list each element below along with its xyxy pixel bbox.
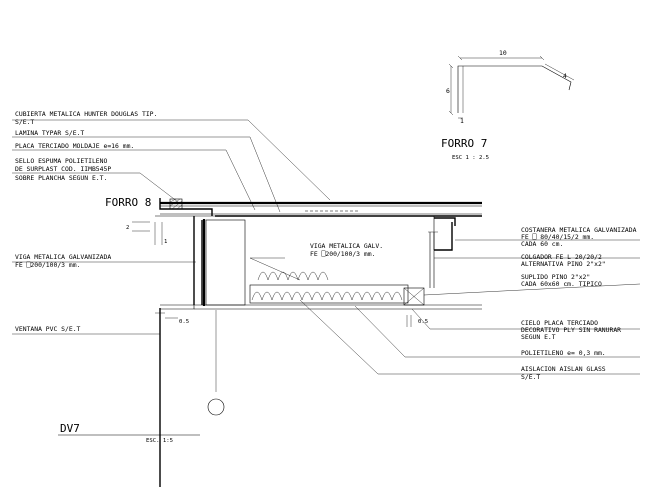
roof-section: 2 1 0.5 0.5 <box>12 119 641 487</box>
label-costanera-line2: FE ⎕ 80/40/15/2 mm. <box>521 233 594 241</box>
forro7-title: FORRO 7 <box>441 137 487 150</box>
label-costanera-line3: CADA 60 cm. <box>521 240 563 248</box>
forro7-dim-left: 6 <box>446 87 450 95</box>
label-aislacion-line2: S/E.T <box>521 373 540 381</box>
detail-scale: ESC. 1:5 <box>146 438 173 444</box>
label-colgador: COLGADOR FE L 20/20/2 ALTERNATIVA PINO 2… <box>521 253 606 268</box>
label-ventana: VENTANA PVC S/E.T <box>15 325 81 333</box>
forro7-profile: 10 6 4 1 <box>446 49 575 125</box>
label-placa: PLACA TERCIADO MOLDAJE e=16 mm. <box>15 142 134 150</box>
label-sello: SELLO ESPUMA POLIETILENO DE SURPLAST COD… <box>15 157 111 182</box>
label-costanera-line1: COSTANERA METALICA GALVANIZADA <box>521 226 637 234</box>
label-sello-line3: SOBRE PLANCHA SEGUN E.T. <box>15 174 107 182</box>
label-suplido-line2: CADA 60x60 cm. TIPICO <box>521 280 602 288</box>
label-cielo-line2: DECORATIVO PLY SIN RANURAR <box>521 326 621 334</box>
label-colgador-line2: ALTERNATIVA PINO 2"x2" <box>521 260 606 268</box>
label-cubierta-line2: S/E.T <box>15 118 34 126</box>
label-viga-line2: FE ⎕200/100/3 mm. <box>15 261 80 269</box>
label-costanera: COSTANERA METALICA GALVANIZADA FE ⎕ 80/4… <box>521 226 637 248</box>
label-sello-line1: SELLO ESPUMA POLIETILENO <box>15 157 107 165</box>
label-cubierta-line1: CUBIERTA METALICA HUNTER DOUGLAS TIP. <box>15 110 157 118</box>
forro7-scale: ESC 1 : 2.5 <box>452 155 489 161</box>
dim-05-right: 0.5 <box>418 319 428 325</box>
label-cielo-line1: CIELO PLACA TERCIADO <box>521 319 598 327</box>
label-lamina: LAMINA TYPAR S/E.T <box>15 129 84 137</box>
label-cielo-line3: SEGUN E.T <box>521 333 556 341</box>
label-viga-galv-line2: FE ⎕200/100/3 mm. <box>310 250 375 258</box>
dim-05-left: 0.5 <box>179 319 189 325</box>
label-suplido: SUPLIDO PINO 2"x2" CADA 60x60 cm. TIPICO <box>521 273 602 288</box>
forro7-dim-right: 4 <box>563 72 567 80</box>
label-cubierta: CUBIERTA METALICA HUNTER DOUGLAS TIP. S/… <box>15 110 157 126</box>
label-colgador-line1: COLGADOR FE L 20/20/2 <box>521 253 602 261</box>
label-polietileno: POLIETILENO e= 0,3 mm. <box>521 349 606 357</box>
label-aislacion: AISLACION AISLAN GLASS S/E.T <box>521 365 606 381</box>
dim-2: 2 <box>126 225 129 231</box>
dim-1: 1 <box>164 239 167 245</box>
forro8-label: FORRO 8 <box>105 196 151 209</box>
forro7-dim-top: 10 <box>499 49 507 57</box>
label-suplido-line1: SUPLIDO PINO 2"x2" <box>521 273 590 281</box>
label-sello-line2: DE SURPLAST COD. IIMB545P <box>15 165 111 173</box>
forro7-dim-small: 1 <box>460 117 464 125</box>
detail-title: DV7 <box>60 422 80 435</box>
label-cielo: CIELO PLACA TERCIADO DECORATIVO PLY SIN … <box>521 319 621 341</box>
label-viga: VIGA METALICA GALVANIZADA FE ⎕200/100/3 … <box>15 253 111 269</box>
label-viga-galv-line1: VIGA METALICA GALV. <box>310 242 383 250</box>
label-aislacion-line1: AISLACION AISLAN GLASS <box>521 365 606 373</box>
label-viga-galv: VIGA METALICA GALV. FE ⎕200/100/3 mm. <box>310 242 383 258</box>
label-viga-line1: VIGA METALICA GALVANIZADA <box>15 253 111 261</box>
